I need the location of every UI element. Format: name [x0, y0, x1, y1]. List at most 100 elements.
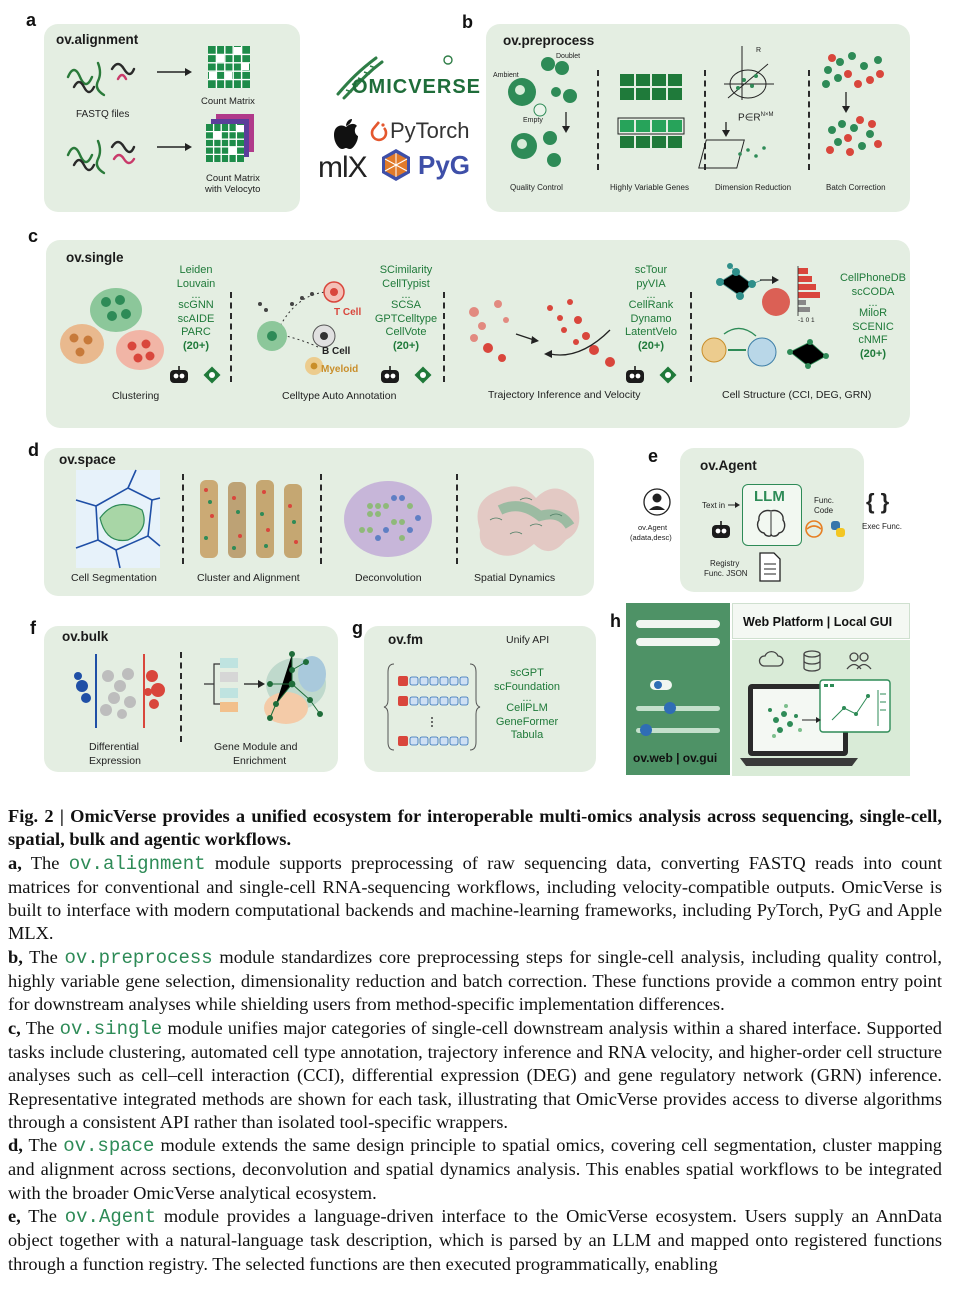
dimension-reduction-plot — [698, 46, 774, 169]
slider-knob[interactable] — [664, 702, 676, 714]
caption-lead: a, — [8, 852, 22, 873]
registry-label-1: Registry — [710, 559, 740, 568]
slider-track[interactable] — [636, 706, 720, 711]
token-sequences-graphic — [383, 663, 481, 751]
web-sidebar — [626, 603, 730, 775]
spatial-dynamics-label: Spatial Dynamics — [474, 572, 556, 584]
annotation-label: Celltype Auto Annotation — [282, 390, 397, 402]
method-item: ... — [868, 297, 878, 310]
caption-title: Fig. 2 | OmicVerse provides a unified ec… — [8, 806, 942, 850]
python-logo-icon — [831, 521, 845, 537]
foundation-models-list: scGPT scFoundation ... CellPLM GeneForme… — [486, 667, 568, 743]
slider-knob[interactable] — [640, 724, 652, 736]
method-item: (20+) — [638, 339, 664, 352]
registry-label-2: Func. JSON — [704, 569, 748, 578]
panel-g-title: ov.fm — [388, 632, 424, 647]
func-code-label-1: Func. — [814, 496, 835, 505]
figure-caption: Fig. 2 | OmicVerse provides a unified ec… — [8, 805, 942, 1276]
hvg-grid — [617, 74, 685, 148]
trajectory-methods: scTour pyVIA ... CellRank Dynamo LatentV… — [616, 264, 686, 354]
method-item: (20+) — [183, 339, 209, 352]
method-item: SCimilarity — [379, 264, 433, 276]
robot-icon — [170, 366, 188, 383]
caption-text: The — [21, 852, 69, 873]
llm-label: LLM — [754, 488, 785, 505]
cluster-alignment-label: Cluster and Alignment — [197, 572, 300, 584]
dashed-separator — [704, 70, 706, 170]
web-gui-label: ov.web | ov.gui — [633, 751, 718, 765]
robot-icon — [381, 366, 399, 383]
quality-control-label: Quality Control — [510, 183, 563, 192]
caption-lead: e, — [8, 1206, 21, 1227]
panel-a-title: ov.alignment — [56, 32, 139, 47]
cell-segmentation-graphic — [75, 469, 161, 569]
robot-icon — [626, 366, 644, 383]
panel-a-letter: a — [26, 10, 37, 30]
python-icon — [203, 366, 221, 384]
panel-c-title: ov.single — [66, 250, 124, 265]
unify-api-label: Unify API — [506, 634, 550, 646]
cluster-alignment-graphic — [200, 480, 302, 558]
annotation-graphic — [257, 281, 345, 375]
count-matrix-grid — [208, 46, 250, 88]
count-matrix-label: Count Matrix — [201, 96, 255, 107]
method-item: CellVote — [385, 326, 427, 339]
dashed-separator — [456, 474, 458, 564]
formula-text: P∈R — [738, 112, 761, 124]
method-item: cNMF — [858, 334, 888, 347]
method-item: GPTCelltype — [374, 312, 438, 325]
method-item: Dynamo — [630, 312, 672, 325]
method-item: ... — [401, 289, 411, 302]
panel-b-title: ov.preprocess — [503, 33, 595, 48]
sidebar-bar — [636, 638, 720, 646]
mlx-logo-text: mlX — [318, 151, 368, 184]
panel-d-title: ov.space — [59, 452, 116, 467]
caption-paragraph-d: d, The ov.space module extends the same … — [8, 1134, 942, 1205]
cell-segmentation-label: Cell Segmentation — [71, 572, 157, 584]
arrow-icon — [728, 502, 740, 508]
web-platform-header — [732, 603, 910, 639]
count-matrix-velocyto-label-2: with Velocyto — [205, 184, 261, 195]
method-item: SCSA — [391, 299, 421, 312]
differential-expression-label-1: Differential — [89, 741, 139, 753]
panel-c-letter: c — [28, 226, 39, 246]
method-item: scGNN — [178, 299, 214, 312]
text-in-label: Text in — [702, 501, 726, 510]
batch-correction-label: Batch Correction — [826, 183, 886, 192]
pytorch-logo-text: PyTorch — [390, 118, 470, 143]
panel-b-letter: b — [462, 12, 473, 32]
gene-module-label-2: Enrichment — [233, 755, 287, 767]
annotation-methods: SCimilarity CellTypist ... SCSA GPTCellt… — [364, 264, 448, 354]
user-icon — [643, 488, 671, 516]
laptop-icon — [740, 679, 891, 766]
python-icon — [659, 366, 677, 384]
caption-text: The — [22, 946, 65, 967]
caption-module-code: ov.space — [63, 1135, 155, 1158]
axis-ticks-label: -1 0 1 — [798, 317, 815, 324]
dimension-reduction-label: Dimension Reduction — [715, 183, 792, 192]
clustering-graphic — [60, 288, 164, 370]
caption-text: module provides a language-driven interf… — [8, 1206, 942, 1274]
slider-knob[interactable] — [654, 681, 662, 689]
method-item: ... — [191, 289, 201, 302]
slider-track[interactable] — [636, 728, 720, 733]
model-item: scGPT — [510, 667, 544, 679]
model-item: scFoundation — [493, 680, 561, 693]
jupyter-icon — [805, 520, 823, 538]
caption-module-code: ov.single — [59, 1017, 163, 1040]
caption-text: The — [20, 1206, 65, 1227]
trajectory-graphic — [469, 299, 615, 367]
spatial-dynamics-graphic — [477, 486, 580, 556]
differential-expression-label-2: Expression — [89, 755, 141, 767]
caption-text: The — [22, 1135, 64, 1156]
caption-text: module supports preprocessing of raw seq… — [8, 852, 942, 944]
caption-module-code: ov.alignment — [68, 852, 206, 875]
fastq-reads-icon — [66, 61, 136, 175]
differential-expression-graphic — [74, 654, 165, 728]
caption-text: The — [20, 1017, 60, 1038]
velocyto-matrix-stack — [206, 114, 254, 162]
batch-correction-dots — [822, 52, 884, 156]
exec-func-label: Exec Func. — [862, 522, 903, 531]
fastq-files-label: FASTQ files — [76, 109, 130, 120]
method-item: scTour — [634, 264, 668, 276]
